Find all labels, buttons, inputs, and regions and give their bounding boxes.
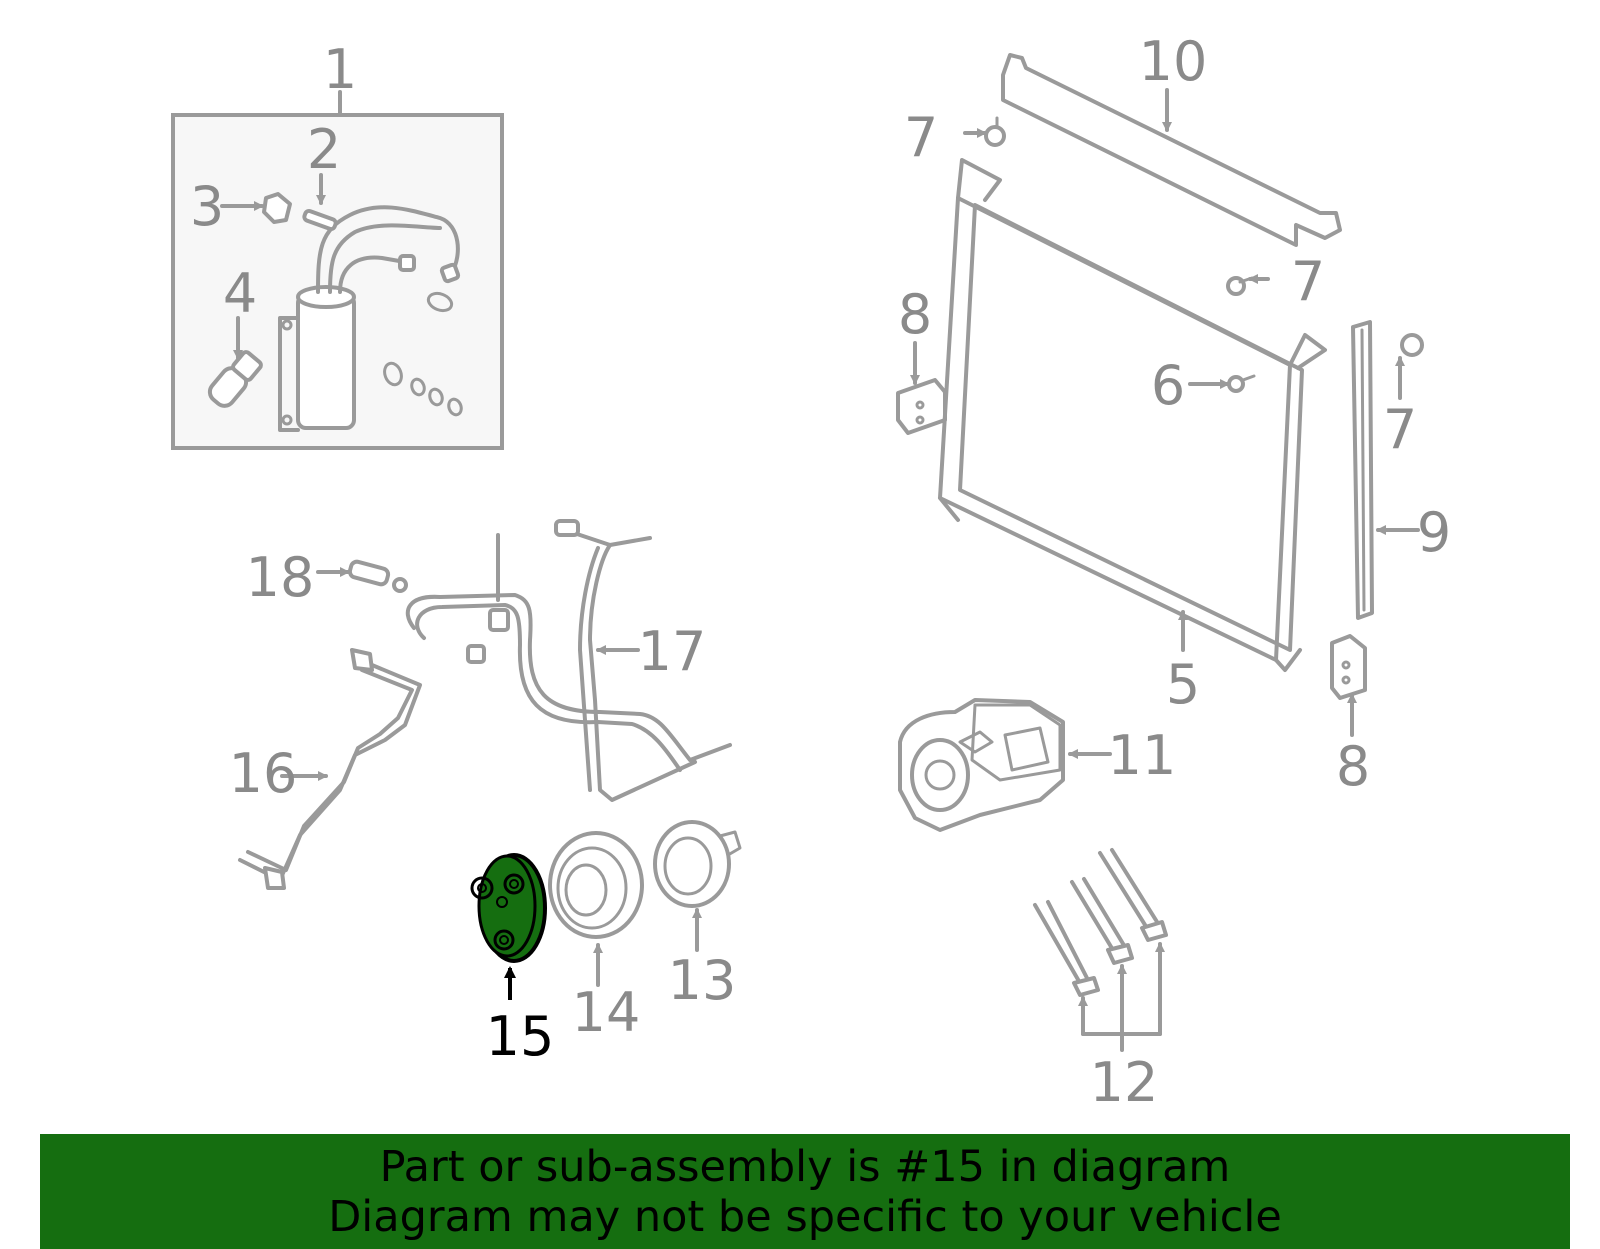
valve-cap-part-3[interactable] xyxy=(220,192,292,224)
clutch-hub-part-15-highlighted[interactable] xyxy=(470,853,547,1000)
callout-1: 1 xyxy=(323,38,357,101)
callout-10: 10 xyxy=(1139,30,1208,93)
callout-11: 11 xyxy=(1108,724,1177,787)
callout-17: 17 xyxy=(638,620,707,683)
banner-line-part-number: Part or sub-assembly is #15 in diagram xyxy=(379,1141,1231,1192)
sensor-part-18[interactable] xyxy=(316,559,408,593)
callout-7-middle: 7 xyxy=(1291,250,1325,313)
callout-12: 12 xyxy=(1090,1051,1159,1114)
clip-part-7-top[interactable] xyxy=(963,116,1006,147)
seal-part-9[interactable] xyxy=(1351,320,1420,620)
pressure-switch-part-4[interactable] xyxy=(206,316,263,410)
callout-2: 2 xyxy=(307,118,341,181)
clip-part-7-right[interactable] xyxy=(1395,333,1424,400)
callout-7-top: 7 xyxy=(904,106,938,169)
callout-5: 5 xyxy=(1166,653,1200,716)
callout-7-right: 7 xyxy=(1383,398,1417,461)
callout-8-left: 8 xyxy=(898,283,932,346)
parts-diagram: 1 2 3 4 5 6 7 7 7 8 8 9 10 11 12 13 14 1… xyxy=(171,30,1451,1114)
hose-part-16[interactable] xyxy=(238,648,422,890)
callout-6: 6 xyxy=(1151,354,1185,417)
info-banner: Part or sub-assembly is #15 in diagram D… xyxy=(40,1134,1570,1249)
callout-13: 13 xyxy=(668,949,737,1012)
banner-line-disclaimer: Diagram may not be specific to your vehi… xyxy=(328,1191,1282,1242)
upper-seal-part-10[interactable] xyxy=(1001,53,1342,247)
callout-15-highlighted: 15 xyxy=(486,1005,555,1068)
plug-part-2[interactable] xyxy=(302,173,338,232)
callout-16: 16 xyxy=(229,742,298,805)
bolts-part-12[interactable] xyxy=(1033,848,1168,1052)
bracket-part-8-left[interactable] xyxy=(896,341,947,435)
callout-3: 3 xyxy=(190,175,224,238)
compressor-part-11[interactable] xyxy=(898,698,1112,832)
pulley-part-14[interactable] xyxy=(548,831,644,987)
callout-8-right: 8 xyxy=(1336,735,1370,798)
condenser-part-5[interactable] xyxy=(938,158,1327,672)
callout-14: 14 xyxy=(572,981,641,1044)
clip-part-7-middle[interactable] xyxy=(1226,274,1270,296)
callout-9: 9 xyxy=(1417,501,1451,564)
bracket-part-8-right[interactable] xyxy=(1330,634,1367,737)
callout-4: 4 xyxy=(223,262,257,325)
hose-part-17[interactable] xyxy=(405,519,732,802)
clutch-coil-part-13[interactable] xyxy=(653,820,742,952)
callout-18: 18 xyxy=(246,546,315,609)
bolt-part-6[interactable] xyxy=(1188,374,1256,393)
